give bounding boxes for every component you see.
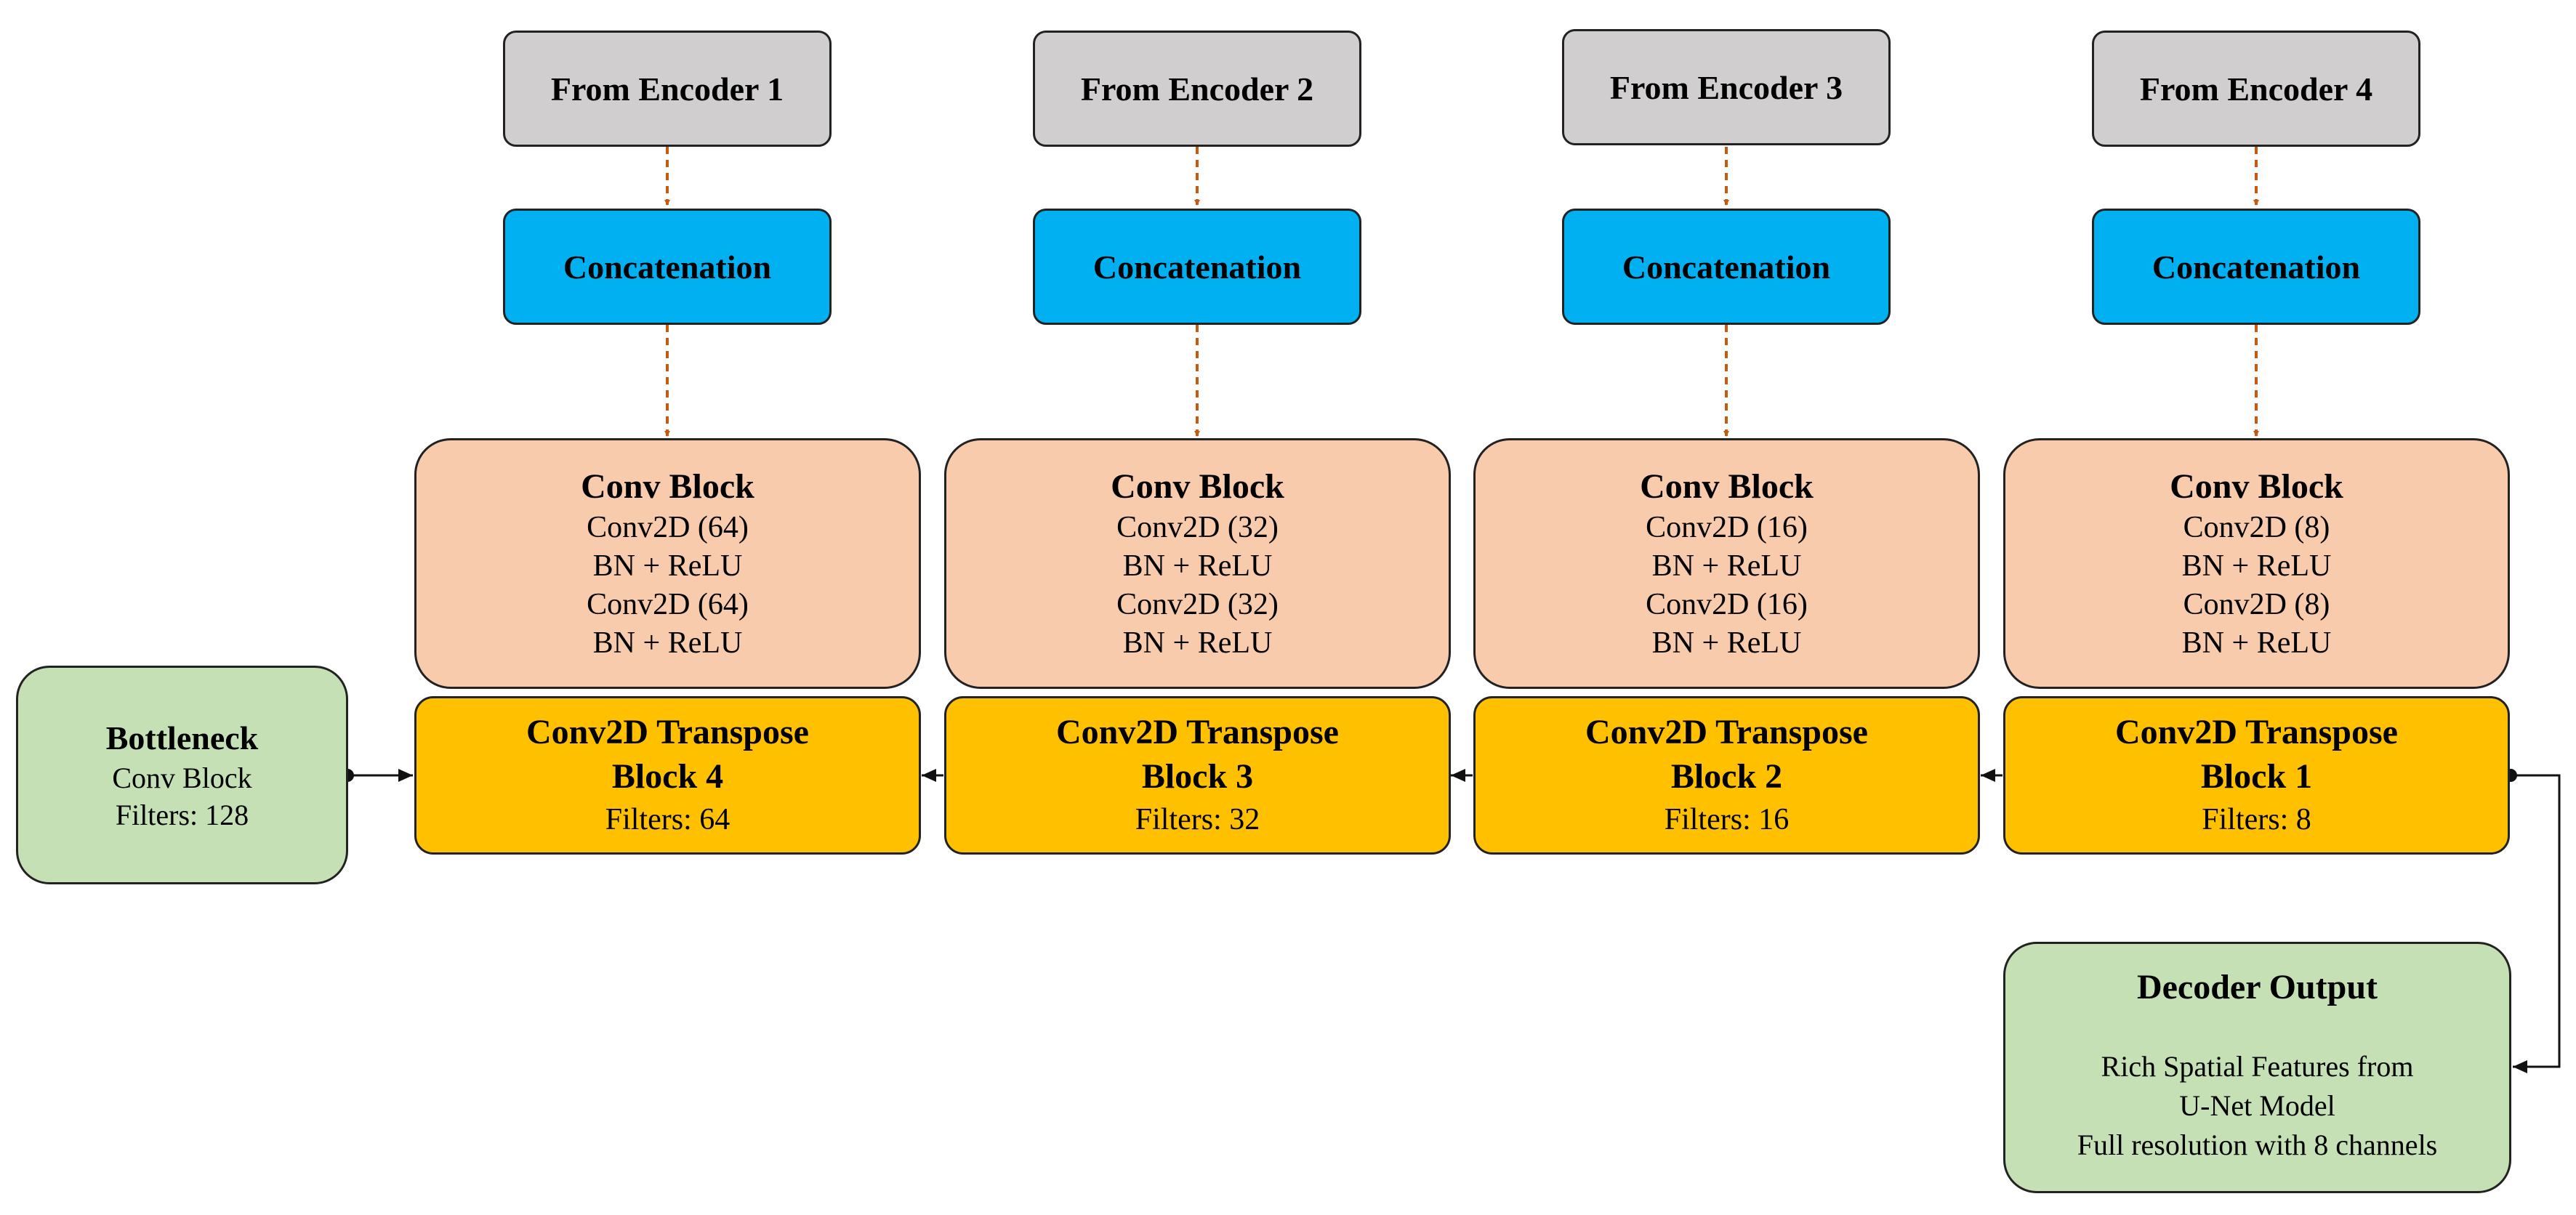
encoder-input-1: From Encoder 1 — [503, 31, 832, 147]
conv-block-3-line: Conv2D (16) — [1646, 510, 1808, 544]
transpose-block-1-title: Conv2D Transpose — [2115, 713, 2398, 751]
transpose-block-4-filters: Filters: 64 — [605, 803, 730, 836]
decoder-output-line: Rich Spatial Features from — [2101, 1050, 2414, 1083]
encoder-input-3: From Encoder 3 — [1562, 29, 1891, 145]
conv-block-2-line: BN + ReLU — [1122, 626, 1273, 660]
transpose-block-3-name: Block 3 — [1141, 757, 1254, 796]
concat-box-1-label: Concatenation — [563, 248, 772, 286]
conv-block-2-title: Conv Block — [1111, 467, 1284, 506]
conv-block-2-line: BN + ReLU — [1122, 549, 1273, 583]
concat-box-3: Concatenation — [1562, 209, 1891, 325]
encoder-input-4-label: From Encoder 4 — [2139, 70, 2373, 108]
bottleneck-title: Bottleneck — [105, 719, 259, 756]
concat-box-2-label: Concatenation — [1092, 248, 1302, 286]
encoder-input-3-label: From Encoder 3 — [1609, 68, 1843, 106]
concat-to-conv-arrows — [664, 325, 2259, 437]
concat-box-4-label: Concatenation — [2152, 248, 2361, 286]
transpose-block-1-filters: Filters: 8 — [2202, 803, 2311, 836]
transpose-block-2: Conv2D Transpose Block 2 Filters: 16 — [1473, 696, 1980, 855]
concat-box-2: Concatenation — [1033, 209, 1361, 325]
encoder-to-concat-arrows — [664, 147, 2259, 206]
transpose-block-4-title: Conv2D Transpose — [526, 713, 809, 751]
conv-block-3-line: Conv2D (16) — [1646, 587, 1808, 621]
conv-block-2-line: Conv2D (32) — [1116, 587, 1279, 621]
encoder-input-1-label: From Encoder 1 — [550, 70, 784, 108]
conv-block-4-line: BN + ReLU — [2181, 549, 2332, 583]
conv-block-2-line: Conv2D (32) — [1116, 510, 1279, 544]
concat-box-4: Concatenation — [2092, 209, 2420, 325]
transpose-block-4: Conv2D Transpose Block 4 Filters: 64 — [414, 696, 921, 855]
transpose-block-3-filters: Filters: 32 — [1135, 803, 1260, 836]
conv-block-4-title: Conv Block — [2170, 467, 2343, 506]
conv-block-4-line: BN + ReLU — [2181, 626, 2332, 660]
bottleneck-line: Conv Block — [112, 761, 252, 794]
transpose-block-1: Conv2D Transpose Block 1 Filters: 8 — [2003, 696, 2510, 855]
conv-block-1-line: Conv2D (64) — [587, 587, 749, 621]
conv-block-4-line: Conv2D (8) — [2183, 510, 2330, 544]
decoder-output-line: Full resolution with 8 channels — [2077, 1129, 2438, 1161]
bottleneck-filters: Filters: 128 — [115, 798, 249, 831]
conv-block-3-line: BN + ReLU — [1651, 549, 1802, 583]
transpose-block-3: Conv2D Transpose Block 3 Filters: 32 — [944, 696, 1451, 855]
conv-block-3-line: BN + ReLU — [1651, 626, 1802, 660]
decoder-output-title: Decoder Output — [2136, 968, 2378, 1006]
concat-box-1: Concatenation — [503, 209, 832, 325]
conv-block-1-title: Conv Block — [581, 467, 754, 506]
bottleneck-box: Bottleneck Conv Block Filters: 128 — [16, 666, 348, 884]
conv-block-3: Conv Block Conv2D (16) BN + ReLU Conv2D … — [1473, 438, 1980, 689]
decoder-flow-arrows — [347, 769, 2561, 1073]
transpose-block-1-name: Block 1 — [2200, 757, 2313, 796]
transpose-block-4-name: Block 4 — [611, 757, 724, 796]
encoder-input-2: From Encoder 2 — [1033, 31, 1361, 147]
decoder-output-line: U-Net Model — [2179, 1089, 2335, 1122]
conv-block-2: Conv Block Conv2D (32) BN + ReLU Conv2D … — [944, 438, 1451, 689]
conv-block-1: Conv Block Conv2D (64) BN + ReLU Conv2D … — [414, 438, 921, 689]
transpose-block-2-name: Block 2 — [1670, 757, 1783, 796]
conv-block-1-line: Conv2D (64) — [587, 510, 749, 544]
arrow-block1-to-output — [2511, 774, 2561, 1073]
transpose-block-2-filters: Filters: 16 — [1664, 803, 1790, 836]
conv-block-3-title: Conv Block — [1640, 467, 1814, 506]
encoder-input-4: From Encoder 4 — [2092, 31, 2420, 147]
transpose-block-3-title: Conv2D Transpose — [1056, 713, 1339, 751]
decoder-output-box: Decoder Output Rich Spatial Features fro… — [2003, 942, 2511, 1193]
conv-block-1-line: BN + ReLU — [592, 626, 743, 660]
conv-block-1-line: BN + ReLU — [592, 549, 743, 583]
transpose-block-2-title: Conv2D Transpose — [1585, 713, 1868, 751]
conv-block-4-line: Conv2D (8) — [2183, 587, 2330, 621]
encoder-input-2-label: From Encoder 2 — [1080, 70, 1314, 108]
conv-block-4: Conv Block Conv2D (8) BN + ReLU Conv2D (… — [2003, 438, 2510, 689]
concat-box-3-label: Concatenation — [1622, 248, 1831, 286]
